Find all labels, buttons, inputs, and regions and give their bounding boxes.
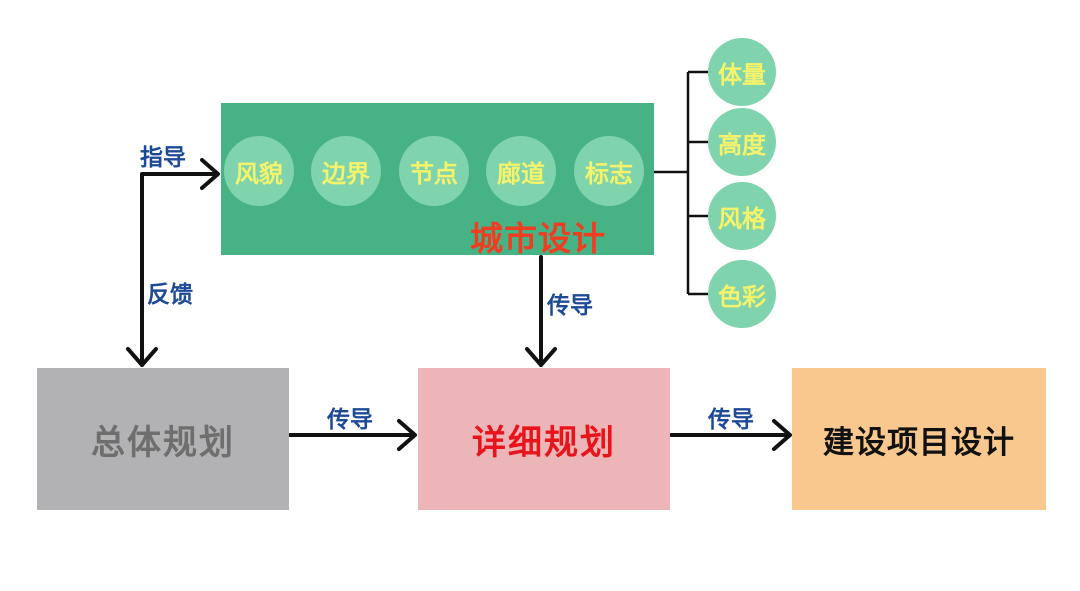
guide-arrow	[140, 172, 218, 367]
element-circle: 节点	[399, 136, 469, 206]
transmit-label-down: 传导	[547, 293, 593, 319]
guide-label: 指导	[140, 145, 186, 171]
project-design-box: 建设项目设计	[792, 368, 1046, 510]
attribute-circle: 色彩	[708, 260, 776, 328]
attribute-bracket	[654, 70, 708, 296]
attribute-circle: 高度	[708, 108, 776, 176]
urban-design-title: 城市设计	[470, 219, 606, 258]
transmit-down-arrowhead	[525, 347, 557, 367]
detailed-plan-box: 详细规划	[418, 368, 670, 510]
transmit-arrowhead-2	[772, 419, 792, 451]
attribute-circle: 体量	[708, 38, 776, 106]
transmit-label-2: 传导	[708, 407, 754, 433]
transmit-label-1: 传导	[327, 407, 373, 433]
element-circle: 边界	[311, 136, 381, 206]
element-circle: 风貌	[224, 136, 294, 206]
overall-plan-box: 总体规划	[37, 368, 289, 510]
element-circle: 标志	[574, 136, 644, 206]
transmit-arrowhead-1	[397, 419, 417, 451]
attribute-circle: 风格	[708, 182, 776, 250]
element-circle: 廊道	[486, 136, 556, 206]
feedback-arrowhead	[126, 347, 158, 367]
feedback-label: 反馈	[147, 282, 193, 308]
guide-arrowhead	[200, 158, 220, 190]
